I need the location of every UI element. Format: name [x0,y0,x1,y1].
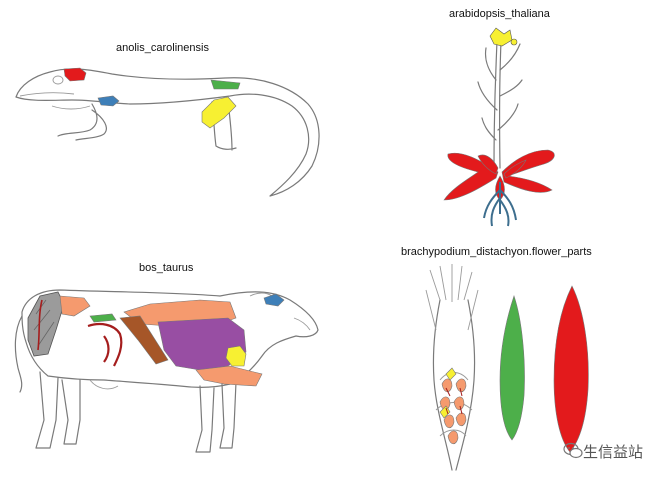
arabidopsis-leaf-3 [477,154,499,175]
wechat-icon [563,442,583,459]
watermark-text: 生信益站 [583,443,644,461]
bos-body-outline [21,289,319,388]
anolis-brain-red [63,67,87,82]
bos-intestine-darkred [87,323,123,367]
bos-muscle-grey [27,291,65,357]
bos-tail [14,315,23,393]
anolis-heart-blue [97,95,120,107]
anolis-title: anolis_carolinensis [116,42,209,54]
arabidopsis-title: arabidopsis_thaliana [449,8,550,20]
brachypodium-title: brachypodium_distachyon.flower_parts [401,246,592,258]
bos-brain-blue [263,293,285,307]
brachypodium-spike-outline [432,299,476,471]
arabidopsis-stem [493,39,502,169]
bos-gut-green [89,313,117,323]
anolis-body-outline [15,68,320,197]
bos-back-salmon [59,295,91,317]
anolis-front-leg [57,103,107,141]
bos-fat-yellow [225,345,247,367]
brachypodium-lemma-green [499,295,525,441]
anolis-gut-green [210,79,241,90]
arabidopsis-flower-yellow [489,27,513,47]
anolis-leg-yellow [201,96,237,129]
anolis-eye [52,75,64,85]
bos-leg-front [195,381,237,453]
bos-belly-salmon [195,365,263,387]
arabidopsis-leaf-4 [503,159,527,179]
brachypodium-palea-red [553,285,589,453]
arabidopsis-leaf-2 [501,149,555,193]
arabidopsis-roots [483,182,517,227]
bos-title: bos_taurus [139,262,194,274]
bos-leg-back [35,371,81,449]
bos-muscle-darkred [37,299,43,351]
brachypodium-florets [439,367,467,445]
bos-muscle-brown [119,315,169,365]
